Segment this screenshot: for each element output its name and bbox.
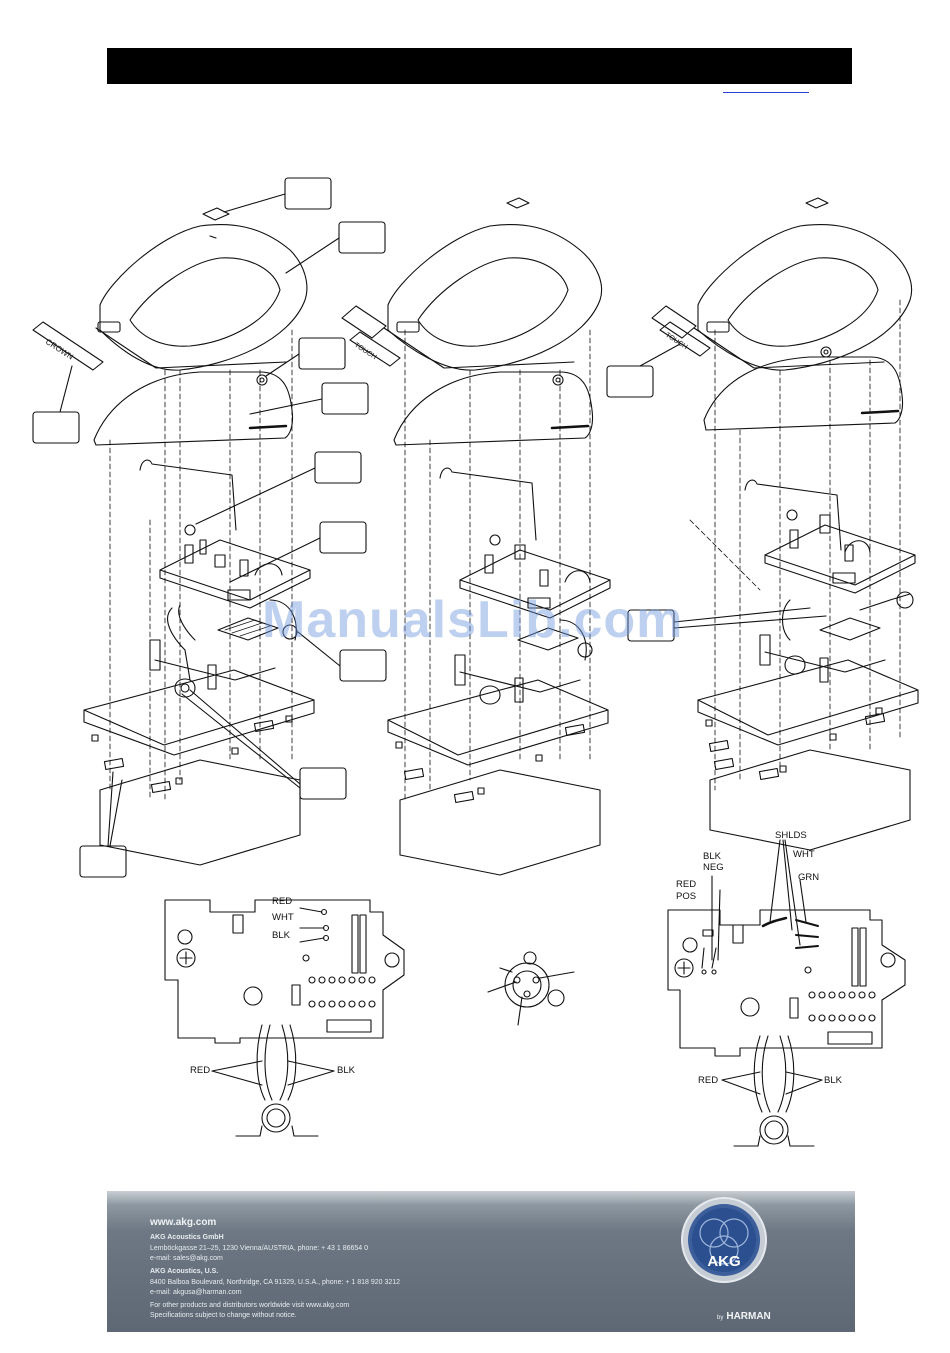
callout-box (32, 411, 80, 444)
label-blk: BLK (703, 851, 721, 862)
footer-company-2: AKG Acoustics, U.S. (150, 1268, 219, 1275)
exploded-assembly-diagram: CROWN (32, 177, 919, 1147)
footer-note-1: For other products and distributors worl… (150, 1302, 350, 1309)
callout-box (338, 221, 386, 254)
label-red: RED (272, 896, 293, 907)
label-neg: NEG (703, 862, 724, 873)
svg-text:TOUCH: TOUCH (353, 342, 378, 361)
left-cap-piece (202, 207, 230, 221)
callout-box (321, 382, 369, 415)
callout-box (314, 451, 362, 484)
akg-logo-text: AKG (707, 1253, 740, 1270)
left-assembly: CROWN (32, 207, 315, 866)
footer-address-1: Lemböckgasse 21–25, 1230 Vienna/AUSTRIA,… (150, 1245, 369, 1252)
left-foam-plate (93, 371, 294, 446)
label-pos: POS (676, 891, 697, 902)
footer-company-1: AKG Acoustics GmbH (150, 1234, 224, 1241)
label-wht: WHT (272, 912, 294, 923)
label-bottom-red: RED (698, 1075, 719, 1086)
label-bottom-blk: BLK (337, 1065, 355, 1076)
top-link-underline[interactable] (723, 92, 809, 93)
callout-box (319, 521, 367, 554)
left-bottom-plate (99, 759, 301, 866)
left-gasket-ring (256, 374, 268, 386)
left-side-badge (32, 321, 104, 371)
footer-email-2[interactable]: e-mail: akgusa@harman.com (150, 1289, 242, 1296)
footer-note-2: Specifications subject to change without… (150, 1312, 297, 1319)
right-assembly: TOUCH (651, 197, 919, 851)
footer-address-2: 8400 Balboa Boulevard, Northridge, CA 91… (150, 1279, 401, 1286)
left-shell (99, 224, 308, 371)
callout-box (79, 845, 127, 878)
callout-box (284, 177, 332, 210)
middle-assembly: TOUCH (341, 197, 611, 876)
harman-text: HARMAN (726, 1311, 771, 1322)
akg-logo-icon: AKG (681, 1197, 767, 1283)
label-red: RED (676, 879, 697, 890)
callout-box (627, 609, 675, 642)
label-bottom-blk: BLK (824, 1075, 842, 1086)
callout-box (339, 649, 387, 682)
label-bottom-red: RED (190, 1065, 211, 1076)
label-shlds: SHLDS (775, 830, 807, 841)
callouts (32, 177, 827, 878)
header-bar (107, 48, 852, 84)
watermark: ManualsLib.com (262, 591, 684, 649)
connector-pinout (487, 951, 575, 1026)
wiring-diagram-right (667, 839, 906, 1147)
footer-website[interactable]: www.akg.com (150, 1217, 217, 1228)
wiring-diagram-left (164, 899, 405, 1137)
callout-box (606, 365, 654, 398)
label-blk: BLK (272, 930, 290, 941)
footer: www.akg.com AKG Acoustics GmbH Lemböckga… (107, 1191, 855, 1332)
callout-box (299, 767, 347, 800)
label-grn: GRN (798, 872, 820, 883)
footer-email-1[interactable]: e-mail: sales@akg.com (150, 1255, 223, 1262)
callout-box (298, 337, 346, 370)
by-text: by (717, 1315, 724, 1321)
label-wht: WHT (793, 849, 815, 860)
